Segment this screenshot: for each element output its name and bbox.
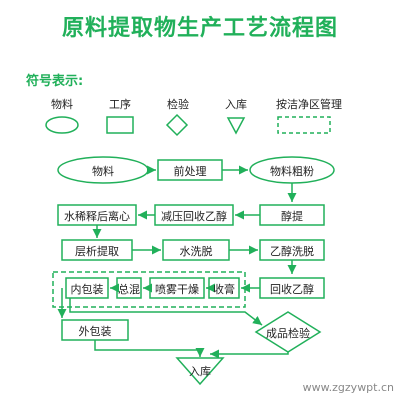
node-water-wash (162, 239, 230, 261)
page-title: 原料提取物生产工艺流程图 (61, 16, 338, 41)
node-chromatography (61, 239, 133, 261)
legend-label-material: 物料 (51, 98, 73, 111)
legend-label-inspection: 检验 (167, 98, 189, 111)
watermark: www.zgzywpt.cn (302, 381, 394, 394)
legend-label-clean-zone: 按洁净区管理 (276, 98, 342, 111)
legend-ellipse-shape (45, 116, 79, 134)
node-collect-paste (208, 277, 240, 299)
legend-triangle-shape (226, 117, 246, 135)
node-outer-pack (61, 319, 129, 341)
node-qc (254, 311, 322, 353)
node-pretreat (157, 159, 223, 181)
node-ethanol-elute (259, 239, 325, 261)
legend-rect-shape (106, 116, 134, 134)
node-coarse-powder (249, 156, 335, 184)
legend-label-process: 工序 (109, 98, 131, 111)
node-mix (116, 277, 142, 299)
legend-dashed-rect-shape (277, 116, 331, 134)
node-material (57, 156, 149, 184)
node-inner-pack (65, 277, 109, 299)
node-vacuum-recover (154, 204, 234, 226)
node-warehouse (175, 357, 225, 386)
node-water-settle (57, 204, 137, 226)
legend-heading: 符号表示: (26, 74, 84, 89)
legend-label-warehouse: 入库 (225, 98, 247, 111)
node-recover-ethanol (259, 277, 325, 299)
node-spray-dry (149, 277, 205, 299)
node-alcohol-extract (259, 204, 325, 226)
legend-diamond-shape (165, 113, 189, 137)
